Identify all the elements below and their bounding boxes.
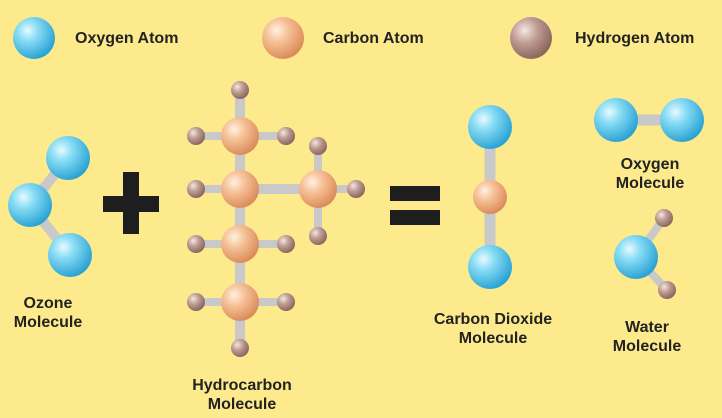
legend-label-oxygen: Oxygen Atom <box>75 30 179 47</box>
hydrogen-atom <box>187 235 205 253</box>
carbon-atom <box>221 170 259 208</box>
ozone-label: Ozone Molecule <box>0 294 96 332</box>
legend-hydrogen-atom <box>510 17 552 59</box>
hydrogen-atom <box>347 180 365 198</box>
oxygen-atom <box>594 98 638 142</box>
oxygen-atom <box>660 98 704 142</box>
carbon-atom <box>221 283 259 321</box>
hydrogen-atom <box>187 180 205 198</box>
ozone-molecule <box>8 136 92 277</box>
water-molecule-label-line1: Water <box>625 319 669 336</box>
oxygen-atom <box>468 245 512 289</box>
legend-label-hydrogen: Hydrogen Atom <box>575 30 695 47</box>
oxygen-molecule <box>594 98 704 142</box>
carbon-atom <box>299 170 337 208</box>
legend <box>13 17 552 59</box>
oxygen-molecule-label-line2: Molecule <box>615 175 685 192</box>
hydrogen-atom <box>309 137 327 155</box>
oxygen-atom <box>46 136 90 180</box>
hydrogen-atom <box>277 235 295 253</box>
water-molecule-label-line2: Molecule <box>612 338 682 355</box>
hydrogen-atom <box>187 293 205 311</box>
oxygen-molecule-label-line1: Oxygen <box>620 156 680 173</box>
carbon-atom <box>221 117 259 155</box>
legend-label-carbon: Carbon Atom <box>323 30 424 47</box>
hydrocarbon-label-line1: Hydrocarbon <box>192 377 292 394</box>
carbon-atom <box>473 180 507 214</box>
water-molecule-label: Water Molecule <box>597 318 697 356</box>
oxygen-atom <box>468 105 512 149</box>
water-molecule <box>614 209 676 299</box>
hydrogen-atom <box>277 127 295 145</box>
legend-carbon-atom <box>262 17 304 59</box>
hydrogen-atom <box>309 227 327 245</box>
ozone-label-line2: Molecule <box>13 314 83 331</box>
hydrogen-atom <box>187 127 205 145</box>
hydrogen-atom <box>231 81 249 99</box>
carbon-dioxide-label-line1: Carbon Dioxide <box>433 311 553 328</box>
oxygen-atom <box>8 183 52 227</box>
hydrocarbon-label: Hydrocarbon Molecule <box>172 376 312 414</box>
ozone-label-line1: Ozone <box>23 295 73 312</box>
carbon-dioxide-label-line2: Molecule <box>458 330 528 347</box>
oxygen-molecule-label: Oxygen Molecule <box>600 155 700 193</box>
hydrogen-atom <box>655 209 673 227</box>
hydrocarbon-molecule <box>187 81 365 357</box>
hydrocarbon-label-line2: Molecule <box>207 396 277 413</box>
hydrogen-atom <box>277 293 295 311</box>
equals-operator-icon <box>390 186 440 225</box>
hydrogen-atom <box>231 339 249 357</box>
hydrogen-atom <box>658 281 676 299</box>
carbon-atom <box>221 225 259 263</box>
carbon-dioxide-label: Carbon Dioxide Molecule <box>418 310 568 348</box>
carbon-dioxide-molecule <box>468 105 512 289</box>
oxygen-atom <box>48 233 92 277</box>
plus-operator-icon <box>103 172 159 234</box>
legend-oxygen-atom <box>13 17 55 59</box>
oxygen-atom <box>614 235 658 279</box>
